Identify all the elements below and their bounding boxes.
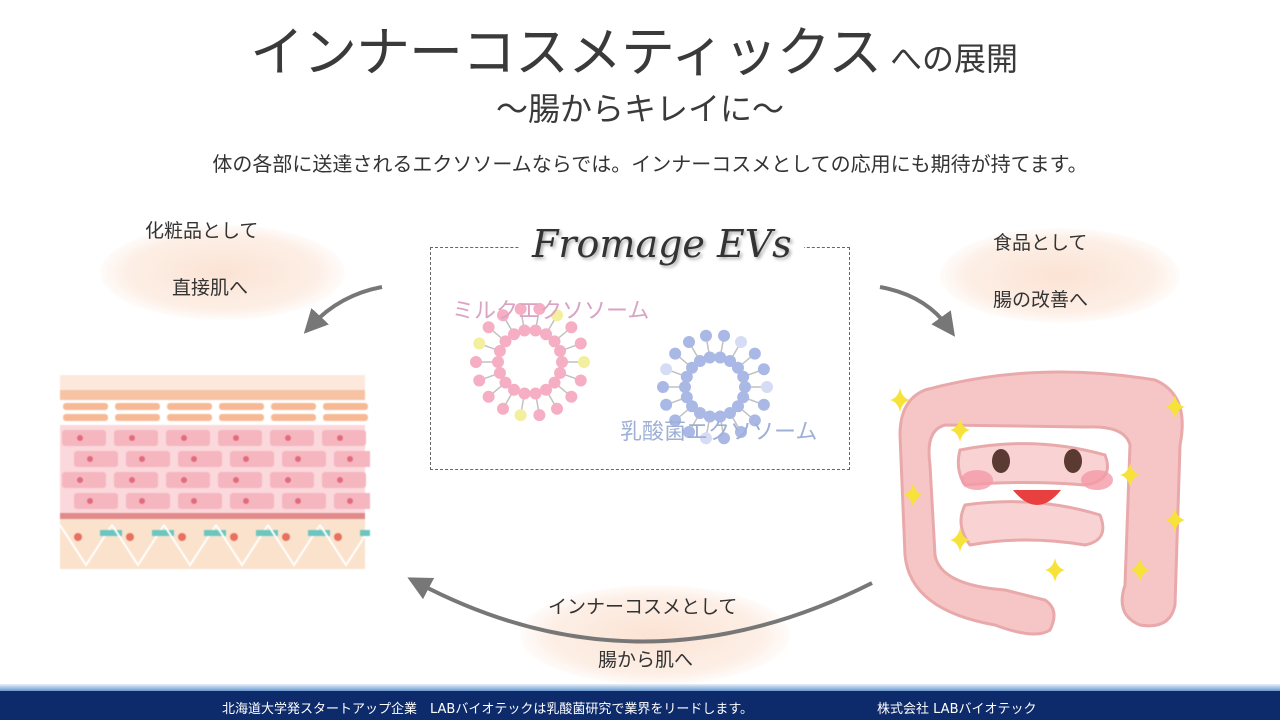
arrow-to-gut: [879, 285, 956, 337]
sparkle-icon: [1120, 463, 1140, 487]
footer-tagline: 北海道大学発スタートアップ企業 LABバイオテックは乳酸菌研究で業界をリードしま…: [222, 702, 754, 717]
left-label-line2: 直接肌へ: [172, 277, 249, 299]
description: 体の各部に送達されるエクソソームならでは。インナーコスメとしての応用にも期待が持…: [212, 152, 1088, 176]
left-label-line1: 化粧品として: [145, 220, 259, 242]
footer-divider: [0, 684, 1280, 691]
fromage-evs-title: Fromage EVs: [520, 222, 804, 266]
page-subtitle: 〜腸からキレイに〜: [495, 90, 784, 128]
page-title: インナーコスメティックス: [250, 21, 882, 84]
intestine-character-icon: [890, 370, 1185, 636]
exosome-illustrations: [470, 302, 773, 445]
sparkle-icon: [890, 388, 910, 412]
milk-exosome-label: ミルクエクソソーム: [452, 299, 650, 324]
footer-bar: 北海道大学発スタートアップ企業 LABバイオテックは乳酸菌研究で業界をリードしま…: [0, 691, 1280, 720]
sparkle-icon: [903, 483, 923, 507]
bottom-label-line1: インナーコスメとして: [548, 596, 738, 618]
left-label-bg: [100, 225, 345, 320]
sparkle-icon: [950, 528, 970, 552]
right-label-line2: 腸の改善へ: [993, 289, 1089, 311]
arrow-gut-to-skin: [407, 577, 873, 644]
page-title-suffix: への展開: [890, 40, 1019, 78]
lactic-exosome-icon: [657, 329, 773, 445]
footer-company: 株式会社 LABバイオテック: [877, 702, 1037, 717]
right-label-bg: [940, 228, 1180, 323]
sparkle-icon: [1165, 395, 1185, 419]
milk-exosome-icon: [470, 302, 590, 422]
sparkle-icon: [1130, 558, 1150, 582]
right-label-line1: 食品として: [993, 232, 1088, 254]
lactic-exosome-label: 乳酸菌エクソソーム: [620, 420, 818, 445]
sparkle-icon: [1045, 558, 1065, 582]
arrow-to-skin: [303, 285, 383, 334]
skin-layers-icon: [60, 375, 370, 569]
bottom-label-line2: 腸から肌へ: [598, 649, 694, 671]
sparkle-icon: [1165, 508, 1185, 532]
sparkle-icon: [950, 418, 970, 442]
